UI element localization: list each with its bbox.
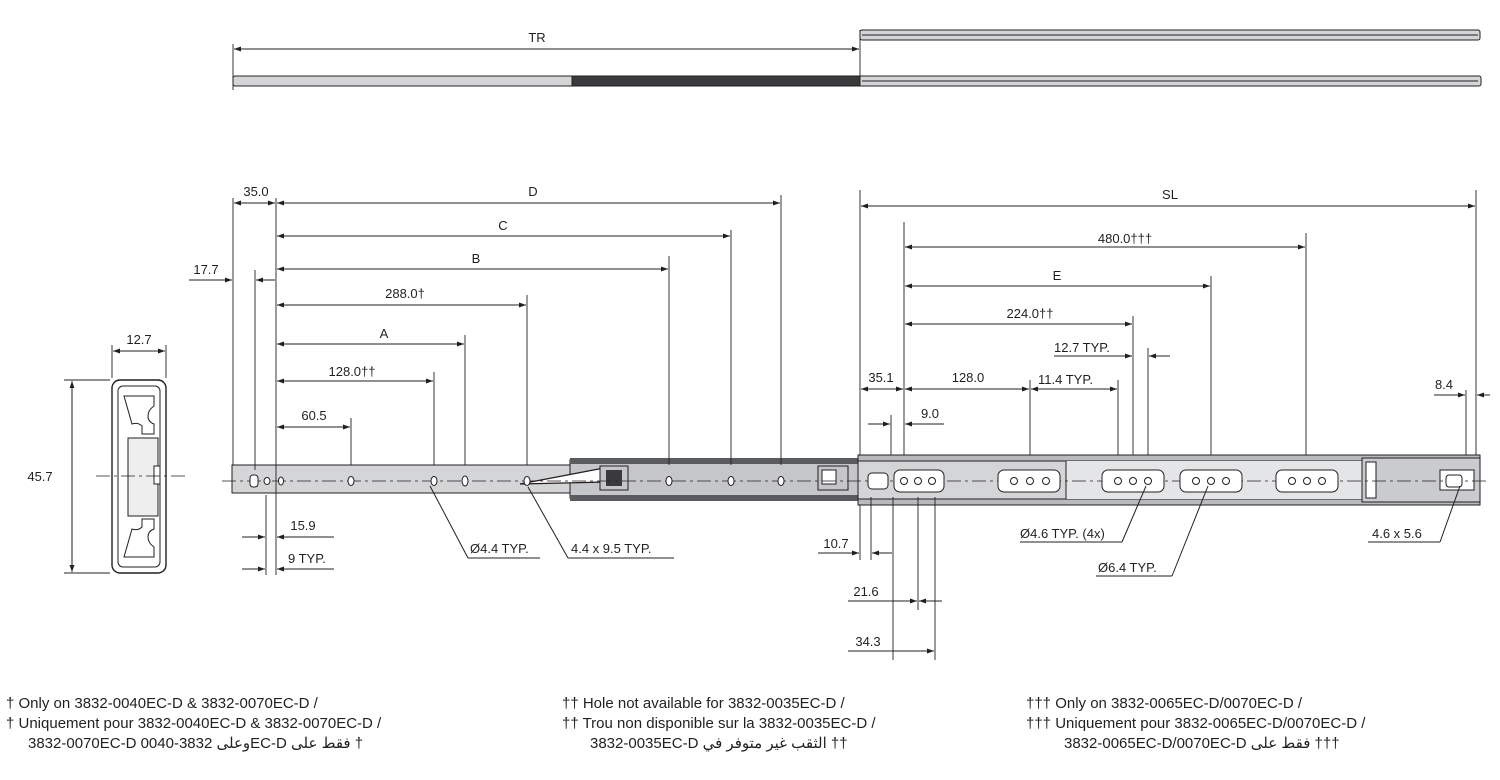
label-35-0: 35.0: [243, 184, 268, 199]
intermediate-rail-dark: [571, 75, 861, 87]
footnote-col-2: †† Hole not available for 3832-0035EC-D …: [562, 694, 876, 754]
label-b: B: [472, 251, 481, 266]
label-12-7: 12.7: [126, 332, 151, 347]
label-hole-4-4: Ø4.4 TYP.: [470, 541, 529, 556]
side-view: 35.0 D C B 288.0† A 128.0†† 60.5 17.7 15…: [189, 184, 1490, 660]
label-128: 128.0: [952, 370, 985, 385]
label-9-typ: 9 TYP.: [288, 551, 326, 566]
footnote-line: 3832-0035EC-D الثقب غير متوفر في ††: [590, 735, 848, 752]
cabinet-rail: [231, 464, 573, 494]
footnote-line: ††† Only on 3832-0065EC-D/0070EC-D /: [1026, 695, 1302, 712]
cross-section-view: 12.7 45.7: [27, 332, 185, 574]
footnote-line: †† Hole not available for 3832-0035EC-D …: [562, 695, 845, 712]
label-45-7: 45.7: [27, 469, 52, 484]
drawer-rail-slots: [867, 469, 1463, 493]
label-15-9: 15.9: [290, 518, 315, 533]
label-slot-4-4: 4.4 x 9.5 TYP.: [571, 541, 651, 556]
label-hole-6-4: Ø6.4 TYP.: [1098, 560, 1157, 575]
travel-view: TR: [232, 29, 1482, 90]
label-60-5: 60.5: [301, 408, 326, 423]
label-hole-4-6: Ø4.6 TYP. (4x): [1020, 526, 1105, 541]
label-21-6: 21.6: [853, 584, 878, 599]
technical-drawing: TR 12.7 45.7: [27, 29, 1490, 660]
label-288: 288.0†: [385, 286, 425, 301]
footnote-line: 3832-0070EC-D وعلى 3832-0040EC-D فقط على…: [28, 735, 364, 752]
label-10-7: 10.7: [823, 536, 848, 551]
footnote-col-3: ††† Only on 3832-0065EC-D/0070EC-D / †††…: [1026, 694, 1365, 754]
label-9-0: 9.0: [921, 406, 939, 421]
label-8-4: 8.4: [1435, 377, 1453, 392]
cabinet-rail-holes: [249, 474, 785, 488]
label-sl: SL: [1162, 187, 1178, 202]
label-34-3: 34.3: [855, 634, 880, 649]
label-480: 480.0†††: [1098, 231, 1152, 246]
label-tr: TR: [528, 30, 545, 45]
footnote-line: ††† Uniquement pour 3832-0065EC-D/0070EC…: [1026, 715, 1366, 732]
footnote-line: † Uniquement pour 3832-0040EC-D & 3832-0…: [6, 715, 382, 732]
label-e: E: [1053, 268, 1062, 283]
label-128-dd: 128.0††: [329, 364, 376, 379]
label-224: 224.0††: [1007, 306, 1054, 321]
label-17-7: 17.7: [193, 262, 218, 277]
label-35-1: 35.1: [868, 370, 893, 385]
label-11-4-typ: 11.4 TYP.: [1038, 372, 1093, 387]
label-d: D: [528, 184, 537, 199]
label-a: A: [380, 326, 389, 341]
label-c: C: [498, 218, 507, 233]
label-12-7-typ: 12.7 TYP.: [1054, 340, 1110, 355]
footnote-col-1: † Only on 3832-0040EC-D & 3832-0070EC-D …: [6, 694, 381, 754]
label-slot-4-6: 4.6 x 5.6: [1372, 526, 1422, 541]
footnote-line: † Only on 3832-0040EC-D & 3832-0070EC-D …: [6, 695, 318, 712]
footnote-line: †† Trou non disponible sur la 3832-0035E…: [562, 715, 876, 732]
footnote-line: 3832-0065EC-D/0070EC-D فقط على †††: [1064, 735, 1340, 752]
